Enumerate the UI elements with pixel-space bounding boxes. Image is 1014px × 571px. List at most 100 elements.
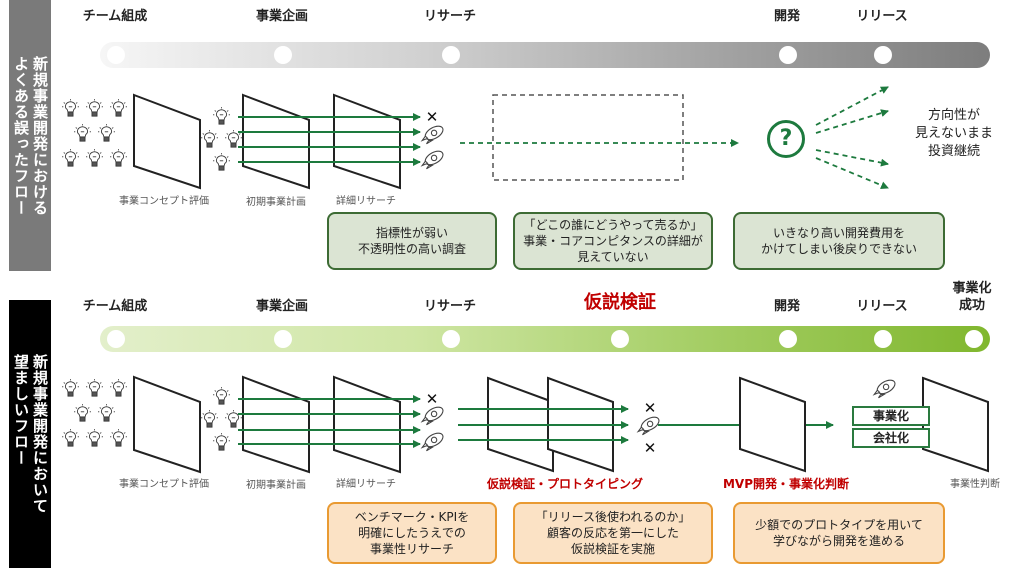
timeline-dot [874,330,892,348]
timeline-dot [965,330,983,348]
problem-note-text: 指標性が弱い 不透明性の高い調査 [357,226,466,256]
lightbulb-icon [62,149,79,167]
side-label-mistake-flow: 新規事業開発における よくある誤ったフロー [9,0,51,271]
rocket-icon [421,123,446,145]
lightbulb-icon [213,153,230,171]
problem-note: 「どこの誰にどうやって売るか」 事業・コアコンピタンスの詳細が 見えていない [513,212,713,270]
lightbulb-icon [213,433,230,451]
gate-panel [333,375,401,474]
gate-label: 詳細リサーチ [336,479,396,490]
timeline-dot [274,46,292,64]
gate-panel [242,93,310,190]
x-mark-icon: ✕ [643,439,657,457]
gate-label: 事業コンセプト評価 [119,479,209,490]
timeline-dot [107,330,125,348]
timeline-dot [274,330,292,348]
stage-label: チーム組成 [82,9,148,24]
idea-cluster [62,379,127,447]
gate-label: 初期事業計画 [246,480,306,491]
stage-label: 事業企画 [255,9,309,24]
side-label-text: 新規事業開発における よくある誤ったフロー [12,55,49,216]
timeline-dot [874,46,892,64]
timeline-dot [442,330,460,348]
timeline-dot [779,330,797,348]
gate-label-highlight: MVP開発・事業化判断 [722,477,850,491]
x-mark-icon: ✕ [425,390,439,408]
solution-note-text: ベンチマーク・KPIを 明確にしたうえでの 事業性リサーチ [354,510,470,556]
side-label-desired-flow: 新規事業開発において 望ましいフロー [9,300,51,568]
flow-arrows [238,395,421,448]
timeline-dot [611,330,629,348]
solution-note: ベンチマーク・KPIを 明確にしたうえでの 事業性リサーチ [327,502,497,564]
timeline-dot [779,46,797,64]
gate-label: 初期事業計画 [246,197,306,208]
empty-phase-box [492,94,684,181]
rocket-icon [637,414,662,436]
gate-panel [922,376,989,473]
lightbulb-icon [213,387,230,405]
outcome-text: 方向性が 見えないまま 投資継続 [914,108,993,159]
flow-arrows [238,113,421,166]
rocket-icon [873,377,898,399]
stage-label: リリース [856,299,908,314]
question-icon: ? [767,120,805,158]
lightbulb-icon [86,99,103,117]
stage-label: 事業企画 [255,299,309,314]
stage-label: 開発 [773,299,801,314]
lightbulb-icon [201,130,218,148]
problem-note-text: いきなり高い開発費用を かけてしまい後戻りできない [760,226,917,256]
gate-panel [739,376,806,473]
lightbulb-icon [98,404,115,422]
timeline-dot [107,46,125,64]
gate-panel [133,93,201,190]
idea-cluster [62,99,127,167]
problem-note: いきなり高い開発費用を かけてしまい後戻りできない [733,212,945,270]
lightbulb-icon [225,410,242,428]
solution-note: 「リリース後使われるのか」 顧客の反応を第一にした 仮説検証を実施 [513,502,713,564]
idea-cluster [201,107,242,171]
stage-label: リサーチ [423,9,477,24]
solution-note-text: 少額でのプロトタイプを用いて 学びながら開発を進める [755,518,923,548]
lightbulb-icon [74,404,91,422]
lightbulb-icon [110,149,127,167]
solution-note-text: 「リリース後使われるのか」 顧客の反応を第一にした 仮説検証を実施 [535,510,691,556]
result-tag-commercialization: 事業化 [852,406,930,426]
gate-label: 詳細リサーチ [336,196,396,207]
stage-label: チーム組成 [82,299,148,314]
lightbulb-icon [62,99,79,117]
problem-note: 指標性が弱い 不透明性の高い調査 [327,212,497,270]
rocket-icon [421,430,446,452]
stage-label: 開発 [773,9,801,24]
stage-label: リサーチ [423,299,477,314]
gate-label: 事業性判断 [950,479,1000,490]
problem-note-text: 「どこの誰にどうやって売るか」 事業・コアコンピタンスの詳細が 見えていない [523,218,703,264]
x-mark-icon: ✕ [643,399,657,417]
idea-cluster [201,387,242,451]
lightbulb-icon [213,107,230,125]
gate-label-highlight: 仮説検証・プロトタイピング [486,477,644,491]
lightbulb-icon [110,99,127,117]
timeline-dot [442,46,460,64]
side-label-text: 新規事業開発において 望ましいフロー [12,354,49,514]
gate-panel [133,375,201,474]
lightbulb-icon [74,124,91,142]
solution-note: 少額でのプロトタイプを用いて 学びながら開発を進める [733,502,945,564]
gate-panel [242,375,310,474]
lightbulb-icon [98,124,115,142]
lightbulb-icon [86,429,103,447]
lightbulb-icon [62,429,79,447]
lightbulb-icon [110,379,127,397]
lightbulb-icon [110,429,127,447]
lightbulb-icon [201,410,218,428]
diverging-arrows [815,86,889,189]
gate-label: 事業コンセプト評価 [119,196,209,207]
stage-label: リリース [856,9,908,24]
gate-panel [333,93,401,190]
timeline-bar-mistake [100,42,990,68]
lightbulb-icon [86,149,103,167]
lightbulb-icon [62,379,79,397]
result-tag-incorporation: 会社化 [852,428,930,448]
stage-label: 事業化 成功 [952,281,992,313]
stage-label-highlight: 仮説検証 [584,292,656,313]
